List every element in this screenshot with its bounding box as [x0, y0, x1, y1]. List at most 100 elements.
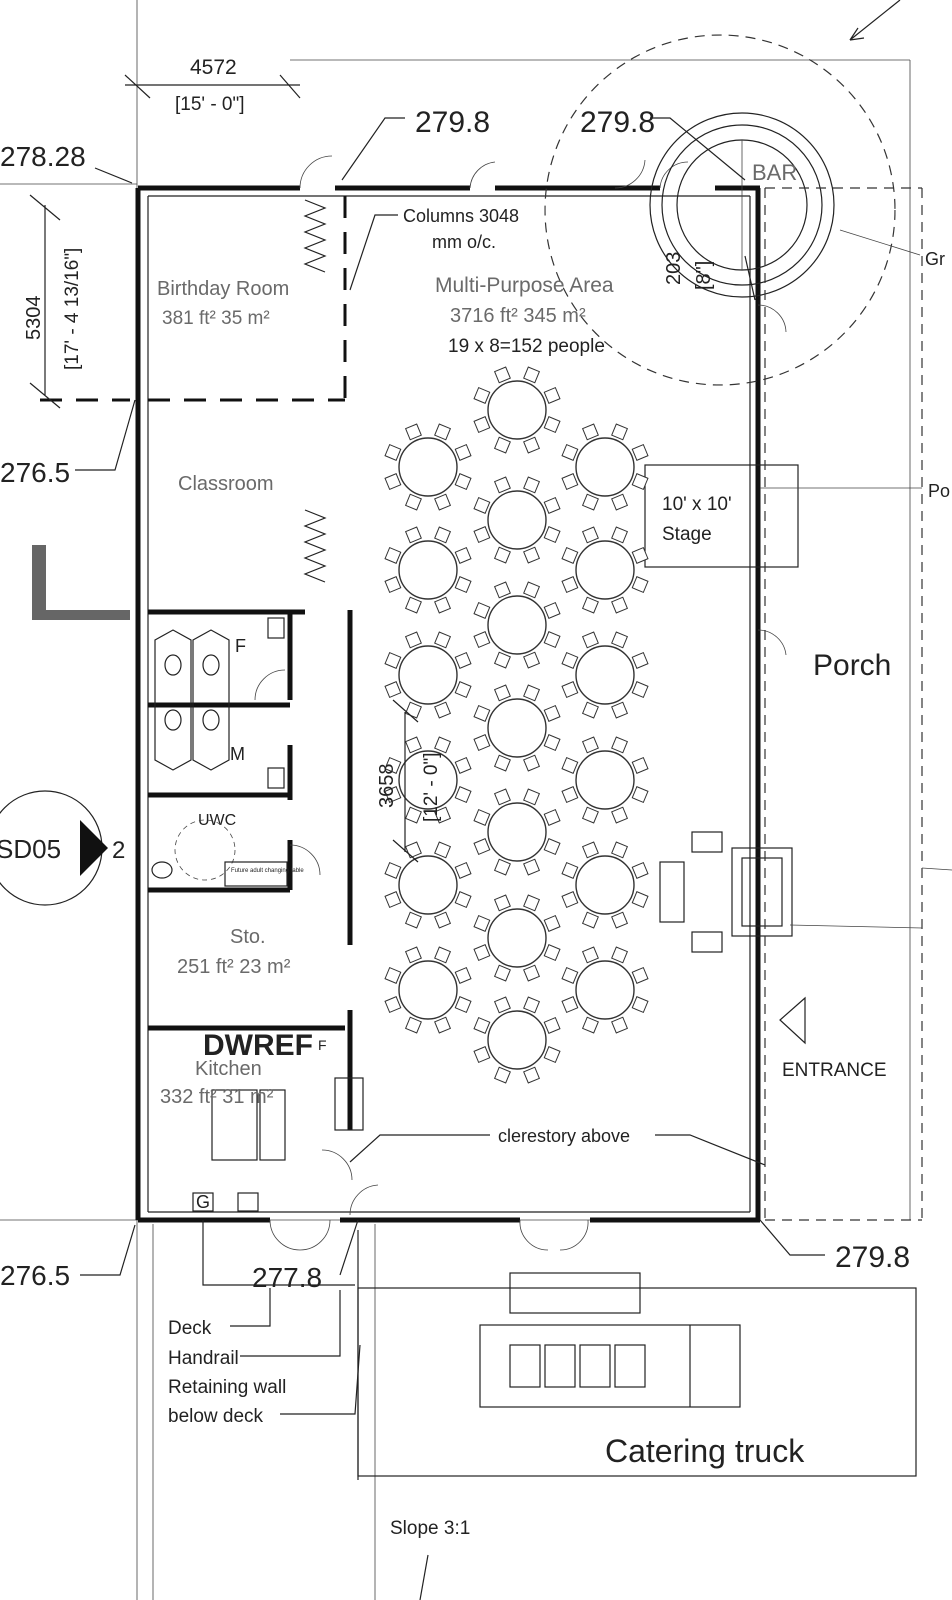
chair — [384, 996, 402, 1014]
notes: Columns 3048 mm o/c. clerestory above De… — [168, 0, 901, 1600]
table-top — [487, 802, 547, 862]
chair — [473, 944, 491, 962]
chair — [611, 1016, 629, 1034]
chair — [543, 808, 561, 826]
chair — [493, 964, 511, 982]
chair — [473, 631, 491, 649]
deck — [202, 1219, 589, 1480]
table-top — [575, 437, 635, 497]
room-labels: Birthday Room 381 ft² 35 m² Multi-Purpos… — [157, 274, 614, 1108]
round-table — [561, 736, 649, 824]
chair — [523, 476, 541, 494]
chair — [493, 651, 511, 669]
chair — [523, 1066, 541, 1084]
chair — [631, 546, 649, 564]
chair — [384, 756, 402, 774]
table-top — [575, 540, 635, 600]
chair — [473, 734, 491, 752]
chair — [581, 1016, 599, 1034]
chair — [454, 996, 472, 1014]
chair — [384, 546, 402, 564]
round-table — [384, 423, 472, 511]
round-table — [473, 894, 561, 982]
chair — [543, 386, 561, 404]
storage-name: Sto. — [230, 926, 266, 948]
chair — [523, 546, 541, 564]
storage-area: 251 ft² 23 m² — [177, 956, 291, 978]
partitions — [40, 196, 347, 583]
chair — [611, 841, 629, 859]
round-table — [473, 996, 561, 1084]
round-table — [384, 946, 472, 1034]
porch-label: Porch — [813, 649, 891, 682]
bar-dim-label: 203 — [663, 252, 685, 285]
chair — [543, 601, 561, 619]
chair — [631, 966, 649, 984]
chair — [493, 476, 511, 494]
chair — [543, 1016, 561, 1034]
chair — [384, 681, 402, 699]
chair — [581, 701, 599, 719]
multipurpose-area: 3716 ft² 345 m² — [450, 305, 586, 327]
chair — [473, 1016, 491, 1034]
chair — [581, 841, 599, 859]
chair — [631, 786, 649, 804]
table-top — [487, 490, 547, 550]
birthday-room-area: 381 ft² 35 m² — [162, 308, 270, 329]
chair — [581, 423, 599, 441]
chair — [611, 806, 629, 824]
top-width-dim: 4572 — [190, 56, 237, 79]
level-left-mid: 276.5 — [0, 457, 70, 488]
below-deck-note: below deck — [168, 1406, 264, 1427]
chair — [631, 861, 649, 879]
top-doors — [299, 155, 787, 656]
chair — [493, 894, 511, 912]
table-spacing-imperial-dim: [12' - 0"] — [421, 752, 442, 822]
chair — [434, 526, 452, 544]
chair — [384, 891, 402, 909]
chair — [611, 526, 629, 544]
clerestory-note: clerestory above — [498, 1126, 630, 1146]
chair — [581, 736, 599, 754]
slope-note: Slope 3:1 — [390, 1518, 470, 1539]
kitchen-appliances: DWREF — [203, 1029, 313, 1062]
round-table — [561, 946, 649, 1034]
chair — [454, 861, 472, 879]
round-table — [384, 841, 472, 929]
chair — [611, 493, 629, 511]
level-top-mid2: 279.8 — [580, 106, 655, 139]
chair — [384, 861, 402, 879]
columns-note-1: Columns 3048 — [403, 206, 519, 226]
round-table — [561, 423, 649, 511]
chair — [631, 443, 649, 461]
chair — [434, 631, 452, 649]
chair — [581, 806, 599, 824]
chair — [631, 756, 649, 774]
chair — [581, 946, 599, 964]
chair — [543, 734, 561, 752]
chair — [454, 756, 472, 774]
stage-name-label: Stage — [662, 524, 712, 545]
chair — [434, 911, 452, 929]
chair — [523, 436, 541, 454]
porch-cut-label: Po — [928, 481, 950, 501]
round-table — [473, 366, 561, 454]
chair — [561, 443, 579, 461]
level-top-mid1: 279.8 — [415, 106, 490, 139]
level-top-left: 278.28 — [0, 141, 86, 172]
chair — [404, 806, 422, 824]
kitchen-f-label: F — [318, 1037, 327, 1053]
kitchen-g-label: G — [196, 1192, 210, 1212]
dimensions: 4572 [15' - 0"] 5304 [17' - 4 13/16"] 36… — [23, 56, 442, 863]
uwc-label: UWC — [198, 812, 236, 829]
chair — [493, 436, 511, 454]
chair — [523, 581, 541, 599]
entrance-furniture: ENTRANCE — [659, 831, 887, 1081]
table-top — [398, 540, 458, 600]
left-height-dim: 5304 — [23, 296, 45, 341]
chair — [561, 681, 579, 699]
section-number: 2 — [112, 837, 125, 864]
chair — [404, 736, 422, 754]
chair — [473, 526, 491, 544]
chair — [404, 493, 422, 511]
